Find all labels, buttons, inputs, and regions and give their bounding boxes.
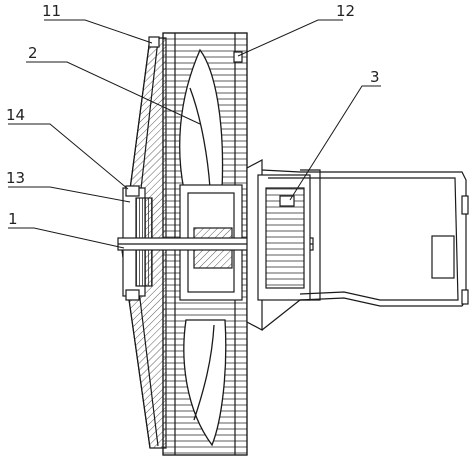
leader-3 — [289, 85, 381, 201]
leader-14 — [8, 123, 129, 190]
label-12: 12 — [336, 2, 355, 20]
label-3: 3 — [370, 68, 380, 86]
label-2: 2 — [28, 44, 38, 62]
label-14: 14 — [6, 106, 25, 124]
leader-1 — [8, 227, 125, 249]
impeller-blades — [179, 48, 227, 447]
leader-2 — [26, 61, 201, 125]
leader-13 — [8, 186, 131, 203]
label-1: 1 — [8, 210, 18, 228]
leader-12 — [237, 19, 343, 57]
motor-housing — [246, 159, 321, 331]
leader-lines — [8, 19, 381, 249]
label-13: 13 — [6, 169, 25, 187]
label-11: 11 — [42, 2, 61, 20]
motor-bracket — [261, 169, 469, 331]
leader-11 — [44, 19, 153, 44]
